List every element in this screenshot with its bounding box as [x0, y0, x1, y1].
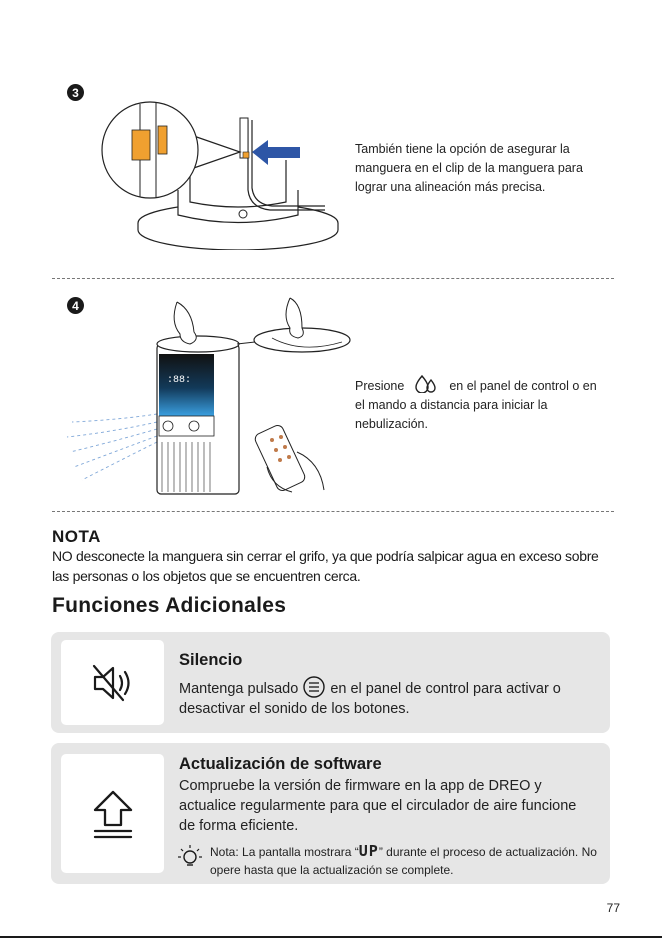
- mist-drop-icon: [415, 374, 436, 394]
- step-3-illustration: [101, 101, 339, 250]
- divider: [52, 278, 614, 279]
- card-text: Compruebe la versión de firmware en la a…: [179, 778, 577, 834]
- upload-arrow-icon: [93, 790, 132, 838]
- card-software-update: Actualización de software Compruebe la v…: [51, 743, 610, 884]
- footer-rule: [0, 936, 662, 938]
- card-icon-box: [61, 754, 164, 873]
- card-silence: Silencio Mantenga pulsado en el panel de…: [51, 632, 610, 733]
- step-3-badge: 3: [67, 84, 84, 101]
- divider: [52, 511, 614, 512]
- page-number: 77: [606, 901, 620, 915]
- card-text: Mantenga pulsado en el panel de control …: [179, 676, 599, 719]
- lightbulb-icon: [178, 845, 202, 866]
- mute-speaker-icon: [92, 664, 130, 701]
- section-title: Funciones Adicionales: [52, 594, 287, 617]
- note-text: NO desconecte la manguera sin cerrar el …: [52, 548, 599, 584]
- step-3-text: También tiene la opción de asegurar la m…: [355, 142, 583, 194]
- card-title: Silencio: [179, 651, 243, 669]
- step-4-text: Presione en el panel de control o en el …: [355, 374, 605, 434]
- note-title: NOTA: [52, 527, 101, 546]
- svg-text::88:: :88:: [167, 375, 191, 386]
- update-note: Nota: La pantalla mostrara “UP” durante …: [210, 842, 597, 877]
- card-icon-box: [61, 640, 164, 725]
- step-4-illustration: :88:: [66, 297, 351, 495]
- display-up-text: UP: [358, 842, 379, 860]
- card-title: Actualización de software: [179, 755, 382, 773]
- menu-button-icon: [303, 676, 326, 698]
- step-4-badge: 4: [67, 297, 84, 314]
